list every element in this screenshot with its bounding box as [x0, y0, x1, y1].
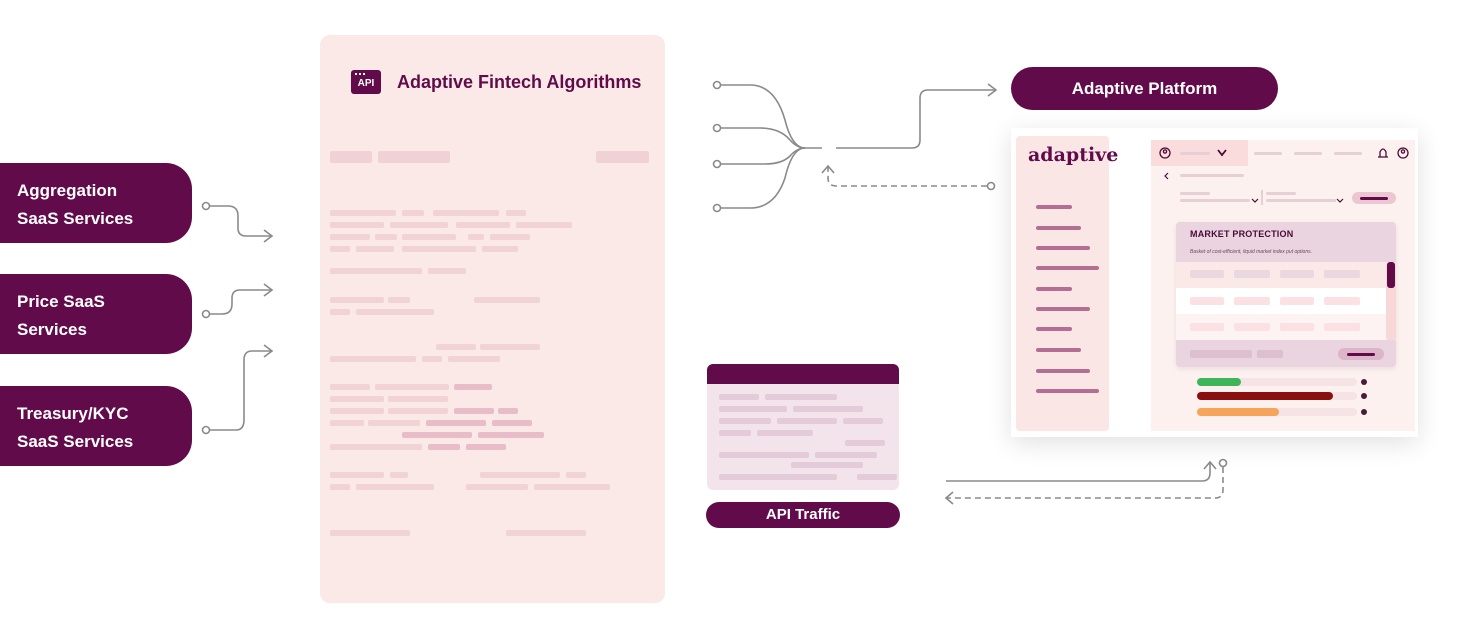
service-pill-aggregation: Aggregation SaaS Services	[0, 163, 192, 243]
algorithms-title: Adaptive Fintech Algorithms	[397, 72, 642, 92]
back-icon	[1164, 172, 1169, 180]
service-label-line1: Price SaaS	[17, 292, 105, 311]
service-label-line2: Services	[17, 320, 87, 339]
market-protection-header	[1176, 222, 1396, 262]
scrollbar-thumb	[1387, 262, 1395, 288]
service-label-line1: Aggregation	[17, 181, 118, 200]
service-pill-treasury: Treasury/KYC SaaS Services	[0, 386, 192, 466]
bell-icon	[1378, 148, 1388, 158]
adaptive-logo: adaptive	[1028, 144, 1119, 166]
algorithms-panel	[320, 35, 665, 603]
market-protection-title: MARKET PROTECTION	[1190, 229, 1294, 239]
user-icon	[1159, 147, 1171, 159]
platform-pill: Adaptive Platform	[1011, 67, 1278, 110]
profile-icon	[1397, 147, 1409, 159]
api-traffic-card	[707, 364, 899, 490]
chevron-down-icon	[1217, 149, 1227, 157]
api-traffic-pill: API Traffic	[706, 502, 900, 528]
service-pill-price: Price SaaS Services	[0, 274, 192, 354]
market-protection-subtitle: Basket of cost-efficient, liquid market …	[1190, 249, 1313, 255]
service-label-line1: Treasury/KYC	[17, 404, 129, 423]
platform-sidebar	[1016, 136, 1109, 431]
api-badge-text: API	[357, 78, 375, 89]
api-icon: API	[351, 70, 381, 94]
indicator-bar-orange	[1197, 408, 1279, 416]
service-label-line2: SaaS Services	[17, 209, 134, 228]
indicator-bar-green	[1197, 378, 1241, 386]
service-label-line2: SaaS Services	[17, 432, 134, 451]
indicator-bar-red	[1197, 392, 1333, 400]
